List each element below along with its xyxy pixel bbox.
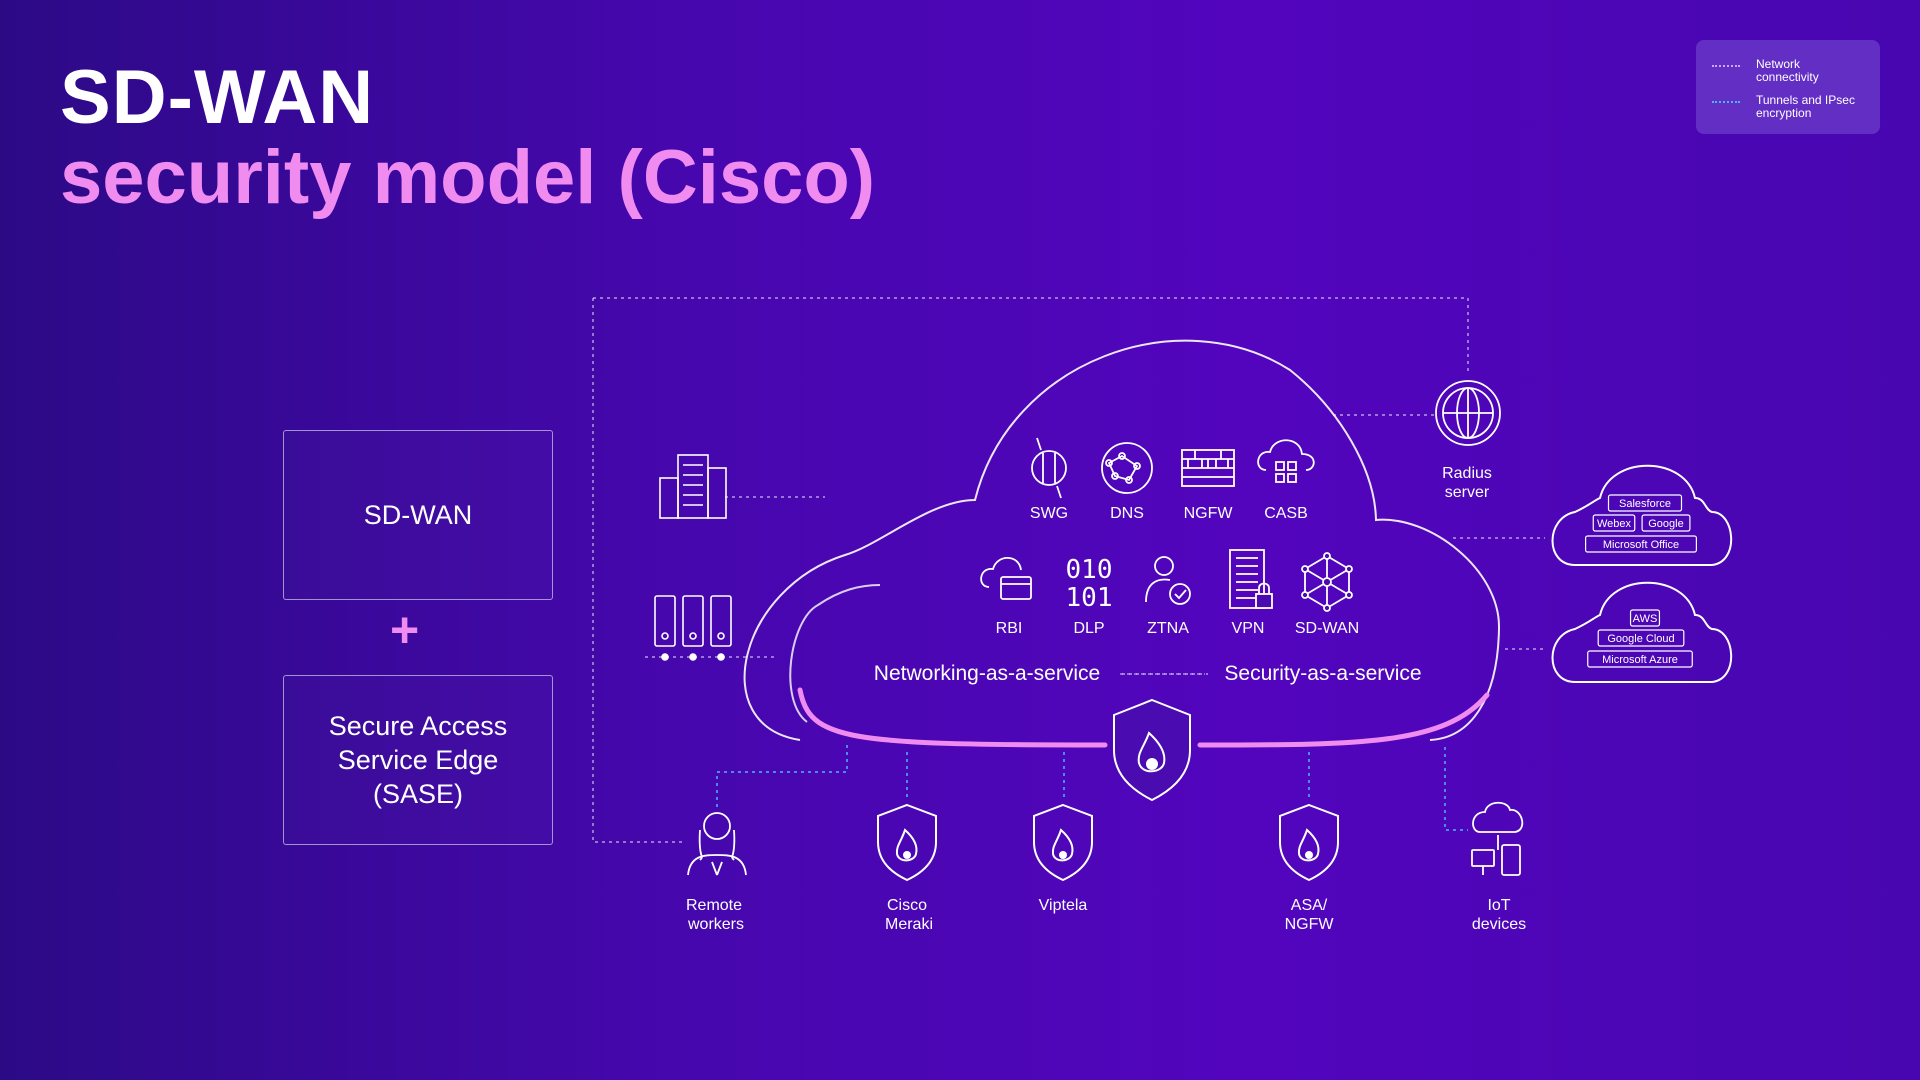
saas-pill (1584, 535, 1697, 553)
iot-label-1: IoT (1487, 897, 1510, 914)
ngfw-icon (1181, 449, 1235, 487)
service-label-dns: DNS (1110, 505, 1144, 522)
radius-label-1: Radius (1442, 465, 1492, 482)
saas-pill-label: Microsoft Office (1603, 539, 1679, 551)
saas-pill (1597, 629, 1685, 647)
rbi-icon (980, 556, 1032, 600)
saas-pill (1629, 609, 1661, 627)
saas-pill-label: Microsoft Azure (1602, 654, 1678, 666)
legend-tunnels-text: Tunnels and IPsec encryption (1756, 93, 1855, 120)
sase-box-label: Secure Access Service Edge (SASE) (328, 711, 508, 809)
sdwan-icon (1301, 552, 1353, 612)
legend-network-text: Network connectivity (1756, 57, 1819, 84)
saas-pill (1587, 650, 1693, 668)
naas-label: Networking-as-a-service (874, 662, 1100, 685)
sase-box: Secure Access Service Edge (SASE) (283, 675, 553, 845)
radius-label-2: server (1445, 484, 1490, 501)
cloud-base-highlight (797, 687, 1490, 748)
saas-pill-label: Salesforce (1619, 498, 1671, 510)
saas-pill-label: Google (1648, 518, 1683, 530)
globe-icon (1435, 380, 1501, 446)
iot-label-2: devices (1472, 916, 1526, 933)
meraki-shield-icon (877, 803, 937, 882)
service-label-sd-wan: SD-WAN (1295, 620, 1359, 637)
service-label-rbi: RBI (996, 620, 1023, 637)
asa-label-1: ASA/ (1291, 897, 1328, 914)
remote-worker-icon (687, 812, 747, 876)
title-line-2: security model (Cisco) (60, 135, 876, 220)
title-line-1: SD-WAN (60, 55, 375, 140)
service-label-vpn: VPN (1232, 620, 1265, 637)
saas-pill-label: AWS (1633, 613, 1658, 625)
saas-pill-label: Google Cloud (1607, 633, 1674, 645)
saas-pill (1607, 494, 1683, 512)
casb-icon (1257, 439, 1315, 483)
swg-icon (1031, 437, 1067, 499)
dotted-line-blue-icon (1712, 101, 1740, 103)
server-rack-icon (654, 595, 732, 661)
secaas-label: Security-as-a-service (1224, 662, 1421, 685)
ztna-icon (1145, 556, 1191, 605)
viptela-label: Viptela (1039, 897, 1088, 914)
service-label-casb: CASB (1264, 505, 1308, 522)
building-icon (659, 454, 727, 519)
remote-label-1: Remote (686, 897, 742, 914)
cloud-outline (743, 339, 1501, 741)
meraki-label-1: Cisco (887, 897, 927, 914)
dlp-binary-top: 010 (1066, 555, 1113, 585)
cloud-inner-arc (789, 584, 881, 723)
service-label-ztna: ZTNA (1147, 620, 1189, 637)
viptela-shield-icon (1033, 803, 1093, 882)
iot-devices-icon (1471, 801, 1524, 876)
tunnel-lines (716, 745, 1468, 831)
plus-sign: + (390, 602, 420, 658)
saas-pill (1592, 514, 1636, 532)
remote-label-2: workers (687, 916, 744, 933)
dotted-line-purple-icon (1712, 65, 1740, 67)
asa-shield-icon (1279, 803, 1339, 882)
service-label-ngfw: NGFW (1184, 505, 1234, 522)
sdwan-box-label: SD-WAN (363, 500, 473, 530)
legend: Network connectivity Tunnels and IPsec e… (1696, 40, 1880, 134)
service-label-dlp: DLP (1073, 620, 1104, 637)
legend-network: Network connectivity (1712, 58, 1866, 84)
saas-pill-label: Webex (1597, 518, 1632, 530)
dns-icon (1101, 442, 1153, 494)
service-label-swg: SWG (1030, 505, 1068, 522)
asa-label-2: NGFW (1285, 916, 1335, 933)
main-firewall-shield-icon (1113, 698, 1191, 802)
vpn-icon (1229, 549, 1273, 609)
saas-pill (1641, 514, 1691, 532)
dlp-binary-bottom: 101 (1066, 583, 1113, 613)
service-row-1: SWG DNS NGFW CASB (1030, 437, 1315, 522)
legend-tunnels: Tunnels and IPsec encryption (1712, 94, 1866, 120)
sdwan-box: SD-WAN (283, 430, 553, 600)
meraki-label-2: Meraki (885, 916, 933, 933)
